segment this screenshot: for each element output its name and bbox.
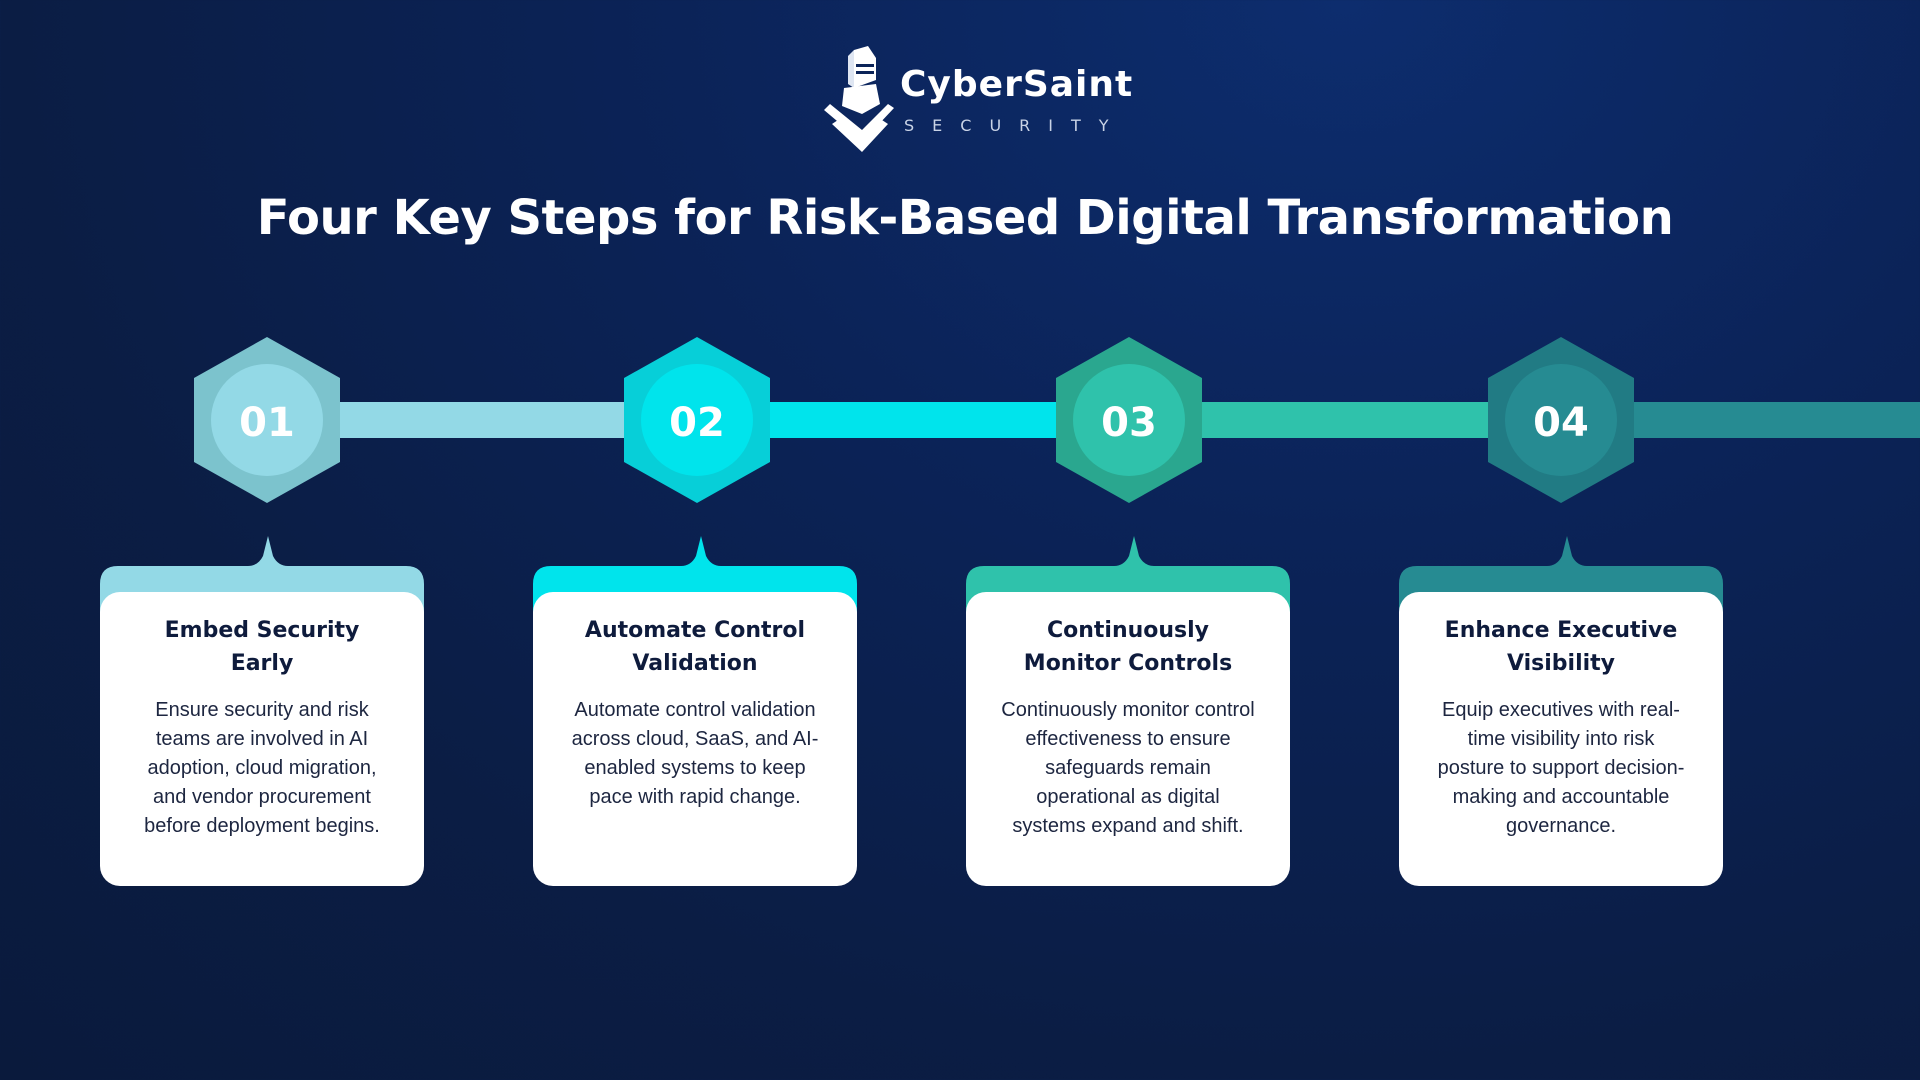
step-title: Embed Security Early — [164, 618, 360, 676]
step-hexagon-1: 01 — [194, 337, 340, 503]
step-hexagon-4: 04 — [1488, 337, 1634, 503]
step-number: 04 — [1533, 400, 1589, 446]
step-description: Ensure security and risk teams are invol… — [144, 699, 380, 837]
step-title: Continuously Monitor Controls — [1023, 618, 1233, 676]
hexagon-shape — [1488, 337, 1634, 503]
step-description: Continuously monitor control effectivene… — [1001, 699, 1255, 837]
step-hexagon-3: 03 — [1056, 337, 1202, 503]
step-number: 01 — [239, 400, 295, 446]
page-title: Four Key Steps for Risk-Based Digital Tr… — [256, 190, 1674, 246]
step-card-2: Automate Control Validation Automate con… — [533, 532, 857, 886]
step-number: 02 — [669, 400, 725, 446]
step-hexagon-2: 02 — [624, 337, 770, 503]
step-card-1: Embed Security Early Ensure security and… — [100, 532, 424, 886]
hexagon-shape — [1056, 337, 1202, 503]
logo-name: CyberSaint — [900, 64, 1134, 105]
logo-subtitle: SECURITY — [904, 116, 1127, 135]
step-title: Automate Control Validation — [584, 618, 806, 676]
card-body-panel: Automate Control Validation Automate con… — [533, 592, 857, 886]
knight-helmet-icon — [824, 46, 894, 152]
card-body-panel: Enhance Executive Visibility Equip execu… — [1399, 592, 1723, 886]
step-card-3: Continuously Monitor Controls Continuous… — [966, 532, 1290, 886]
step-card-4: Enhance Executive Visibility Equip execu… — [1399, 532, 1723, 886]
hexagon-shape — [624, 337, 770, 503]
step-description: Equip executives with real-time visibili… — [1437, 699, 1685, 837]
hexagon-shape — [194, 337, 340, 503]
card-body-panel: Continuously Monitor Controls Continuous… — [966, 592, 1290, 886]
cybersaint-logo: CyberSaint SECURITY — [824, 44, 1132, 164]
step-title: Enhance Executive Visibility — [1444, 618, 1678, 676]
step-description: Automate control validation across cloud… — [571, 699, 819, 808]
step-number: 03 — [1101, 400, 1157, 446]
steps-timeline: 01 02 03 04 — [0, 330, 1920, 510]
card-body-panel: Embed Security Early Ensure security and… — [100, 592, 424, 886]
